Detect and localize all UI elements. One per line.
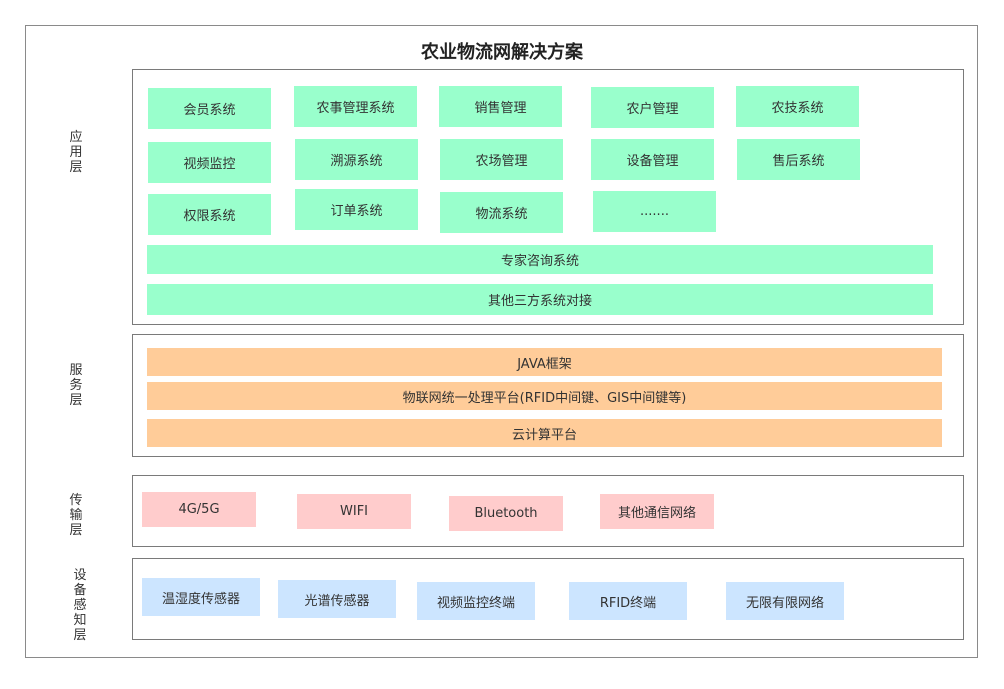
transport-layer: 4G/5G WIFI Bluetooth 其他通信网络 xyxy=(132,475,964,547)
device-layer: 温湿度传感器 光谱传感器 视频监控终端 RFID终端 无限有限网络 xyxy=(132,558,964,640)
layer-label-device: 设备感知层 xyxy=(73,568,87,643)
outer-frame xyxy=(25,25,978,658)
application-layer: 会员系统 农事管理系统 销售管理 农户管理 农技系统 视频监控 溯源系统 农场管… xyxy=(132,69,964,325)
module-agritech: 农技系统 xyxy=(736,86,859,127)
item-wireless-wired-network: 无限有限网络 xyxy=(726,582,844,620)
item-spectral-sensor: 光谱传感器 xyxy=(278,580,396,618)
item-bluetooth: Bluetooth xyxy=(449,496,563,531)
bar-cloud-platform: 云计算平台 xyxy=(147,419,942,447)
module-member: 会员系统 xyxy=(148,88,271,129)
service-layer: JAVA框架 物联网统一处理平台(RFID中间键、GIS中间键等) 云计算平台 xyxy=(132,334,964,457)
module-farm: 农场管理 xyxy=(440,139,563,180)
module-farmer: 农户管理 xyxy=(591,87,714,128)
module-order: 订单系统 xyxy=(295,189,418,230)
module-sales: 销售管理 xyxy=(439,86,562,127)
layer-label-service: 服务层 xyxy=(69,363,83,408)
item-other-network: 其他通信网络 xyxy=(600,494,714,529)
module-video: 视频监控 xyxy=(148,142,271,183)
module-permission: 权限系统 xyxy=(148,194,271,235)
diagram-title: 农业物流网解决方案 xyxy=(421,42,583,63)
module-logistics: 物流系统 xyxy=(440,192,563,233)
module-expert-consulting: 专家咨询系统 xyxy=(147,245,933,274)
layer-label-transport: 传输层 xyxy=(69,493,83,538)
module-after-sales: 售后系统 xyxy=(737,139,860,180)
item-wifi: WIFI xyxy=(297,494,411,529)
item-video-terminal: 视频监控终端 xyxy=(417,582,535,620)
module-farm-work: 农事管理系统 xyxy=(294,86,417,127)
bar-iot-platform: 物联网统一处理平台(RFID中间键、GIS中间键等) xyxy=(147,382,942,410)
item-rfid-terminal: RFID终端 xyxy=(569,582,687,620)
item-temp-humidity-sensor: 温湿度传感器 xyxy=(142,578,260,616)
layer-label-application: 应用层 xyxy=(69,130,83,175)
item-4g5g: 4G/5G xyxy=(142,492,256,527)
bar-java-framework: JAVA框架 xyxy=(147,348,942,376)
module-equipment: 设备管理 xyxy=(591,139,714,180)
module-more: ....... xyxy=(593,191,716,232)
module-third-party: 其他三方系统对接 xyxy=(147,284,933,315)
module-traceability: 溯源系统 xyxy=(295,139,418,180)
